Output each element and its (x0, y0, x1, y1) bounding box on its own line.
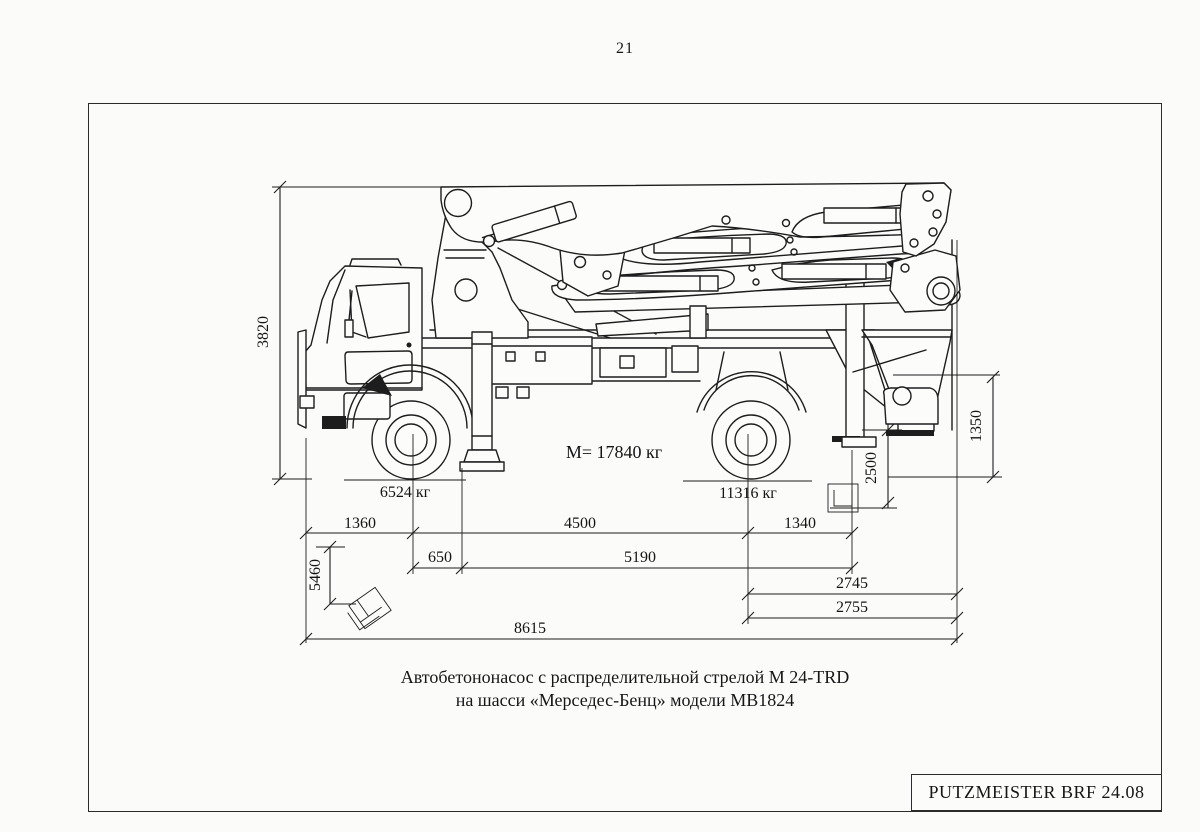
front-wheel (371, 400, 451, 480)
drawing-frame (88, 103, 1162, 812)
caption-line-1: Автобетононасос с распределительной стре… (400, 667, 850, 687)
dimension-annotations: 1360 4500 1340 650 5190 2745 2755 8615 3… (255, 180, 1002, 646)
dim-outrigger-base: 5190 (624, 549, 656, 566)
dim-rear-axle-to-outrigger: 1340 (784, 515, 816, 532)
dim-rear-axle-to-tail-lower: 2755 (836, 599, 868, 616)
front-fender (346, 364, 474, 429)
rear-wheel (696, 351, 807, 480)
caption-line-2: на шасси «Мерседес-Бенц» модели МВ1824 (455, 690, 795, 710)
dim-overall-height: 3820 (255, 316, 272, 348)
front-outrigger-pad-symbol (347, 586, 392, 631)
title-block-label: PUTZMEISTER BRF 24.08 (928, 782, 1145, 802)
dim-outlet-height: 1350 (968, 410, 985, 442)
cab (297, 258, 423, 429)
title-block: PUTZMEISTER BRF 24.08 (911, 774, 1162, 811)
boom-pedestal (431, 213, 529, 339)
truck-side-view (297, 182, 961, 480)
hopper-unit (825, 239, 953, 448)
front-outrigger (459, 331, 505, 472)
total-mass-label: M= 17840 кг (566, 442, 662, 462)
dim-rear-outrigger-span: 2500 (863, 452, 880, 484)
rear-outrigger-pad-symbol (827, 483, 859, 513)
deck-equipment (487, 313, 709, 399)
dim-wheelbase: 4500 (564, 515, 596, 532)
page-number: 21 (616, 40, 634, 57)
folded-boom (440, 182, 961, 339)
figure-caption: Автобетононасос с распределительной стре… (88, 666, 1162, 712)
front-axle-load-label: 6524 кг (380, 484, 431, 501)
dim-front-overhang: 1360 (344, 515, 376, 532)
extension-lines (272, 186, 1002, 643)
dim-front-axle-to-outrigger: 650 (428, 549, 452, 566)
dim-overall-length: 8615 (514, 620, 546, 637)
rear-axle-load-label: 11316 кг (719, 485, 777, 502)
dim-rear-axle-to-tail-upper: 2745 (836, 575, 868, 592)
dim-front-outrigger-span: 5460 (307, 559, 324, 591)
